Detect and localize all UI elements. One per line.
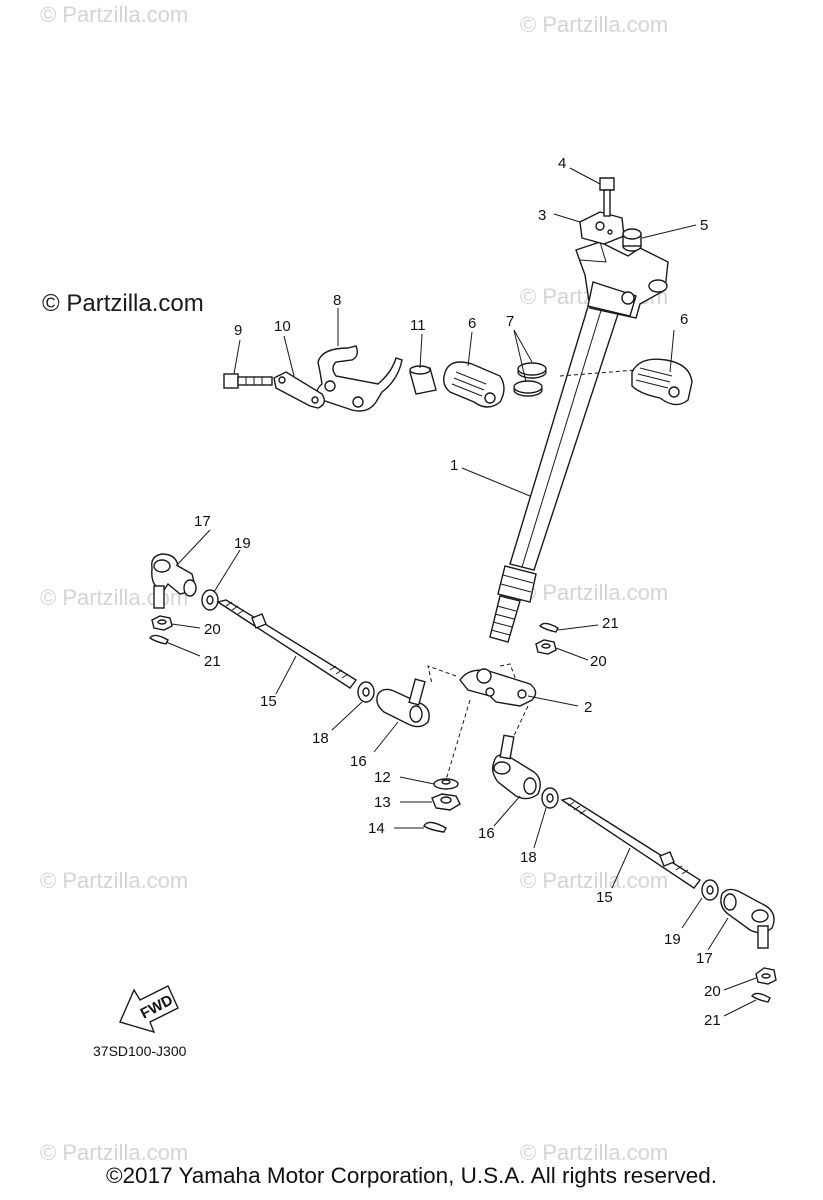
reference-code: 37SD100-J300 (93, 1043, 187, 1059)
callout-13: 13 (374, 794, 391, 811)
locknut-part-19-left (201, 589, 219, 611)
tie-rod-end-right-lower (720, 888, 775, 949)
copyright-notice: ©2017 Yamaha Motor Corporation, U.S.A. A… (105, 1163, 718, 1188)
assembly-line (445, 699, 471, 781)
callout-17b: 17 (696, 950, 713, 967)
callout-19b: 19 (664, 931, 681, 948)
callout-21a: 21 (204, 653, 221, 670)
callout-10: 10 (274, 318, 291, 335)
callouts: 1 2 3 4 5 6 6 7 8 9 10 11 12 13 14 15 15… (194, 155, 721, 1029)
watermark-main: © Partzilla.com (42, 290, 204, 317)
bushing-holder-left (443, 361, 505, 408)
cotter-pin-part-21-right-upper (539, 622, 559, 633)
collar-part-11 (409, 365, 437, 395)
callout-18a: 18 (312, 730, 329, 747)
watermark: © Partzilla.com (40, 1140, 189, 1165)
callout-19a: 19 (234, 535, 251, 552)
tie-rod-end-left-upper (151, 553, 197, 609)
callout-20b: 20 (590, 653, 607, 670)
callout-20a: 20 (204, 621, 221, 638)
callout-2: 2 (584, 699, 592, 716)
tie-rod-left (216, 599, 358, 689)
nut-part-20-right-lower (755, 967, 777, 985)
assembly-line (511, 705, 529, 741)
tie-rod-right (560, 797, 702, 889)
fwd-arrow: FWD (119, 985, 179, 1034)
holder-part-3 (579, 211, 625, 245)
locknut-part-18-right (541, 787, 559, 809)
callout-21b: 21 (602, 615, 619, 632)
assembly-line (559, 369, 637, 377)
callout-15a: 15 (260, 693, 277, 710)
steering-column (489, 241, 669, 643)
tie-rod-end-right-upper (491, 734, 541, 800)
callout-11: 11 (410, 317, 426, 334)
callout-7: 7 (506, 313, 514, 330)
bolt-part-9 (223, 373, 273, 389)
leader-lines (165, 167, 757, 1017)
callout-17a: 17 (194, 513, 211, 530)
bushing-holder-right (631, 358, 693, 406)
cotter-pin-part-14 (423, 821, 447, 833)
callout-1: 1 (450, 457, 458, 474)
callout-20c: 20 (704, 983, 721, 1000)
bushings-part-7 (513, 362, 547, 397)
callout-18b: 18 (520, 849, 537, 866)
callout-6b: 6 (680, 311, 688, 328)
callout-16b: 16 (478, 825, 495, 842)
callout-12: 12 (374, 769, 391, 786)
callout-15b: 15 (596, 889, 613, 906)
callout-21c: 21 (704, 1012, 721, 1029)
watermark: © Partzilla.com (520, 580, 669, 605)
callout-16a: 16 (350, 753, 367, 770)
washer-part-12 (433, 778, 459, 790)
watermark: © Partzilla.com (520, 868, 669, 893)
locknut-part-18-left (357, 681, 375, 703)
tie-rod-end-left-lower (376, 678, 430, 728)
nut-part-13 (431, 793, 461, 811)
nut-part-20-right-upper (535, 639, 557, 655)
callout-8: 8 (333, 292, 341, 309)
callout-9: 9 (234, 322, 242, 339)
cotter-pin-part-21-left (149, 634, 169, 645)
lock-washer-part-10 (273, 371, 325, 409)
collar-part-5 (622, 228, 642, 252)
callout-5: 5 (700, 217, 708, 234)
clamp-part-8 (316, 345, 403, 412)
callout-6a: 6 (468, 315, 476, 332)
watermark: © Partzilla.com (40, 868, 189, 893)
cotter-pin-part-21-right-lower (751, 992, 771, 1003)
pitman-arm (427, 663, 537, 707)
bolt-part-4 (599, 177, 615, 217)
callout-3: 3 (538, 207, 546, 224)
watermark: © Partzilla.com (40, 2, 189, 27)
locknut-part-19-right (701, 879, 719, 901)
watermark: © Partzilla.com (520, 1140, 669, 1165)
watermark: © Partzilla.com (520, 12, 669, 37)
nut-part-20-left (151, 615, 173, 631)
callout-4: 4 (558, 155, 566, 172)
callout-14: 14 (368, 820, 385, 837)
